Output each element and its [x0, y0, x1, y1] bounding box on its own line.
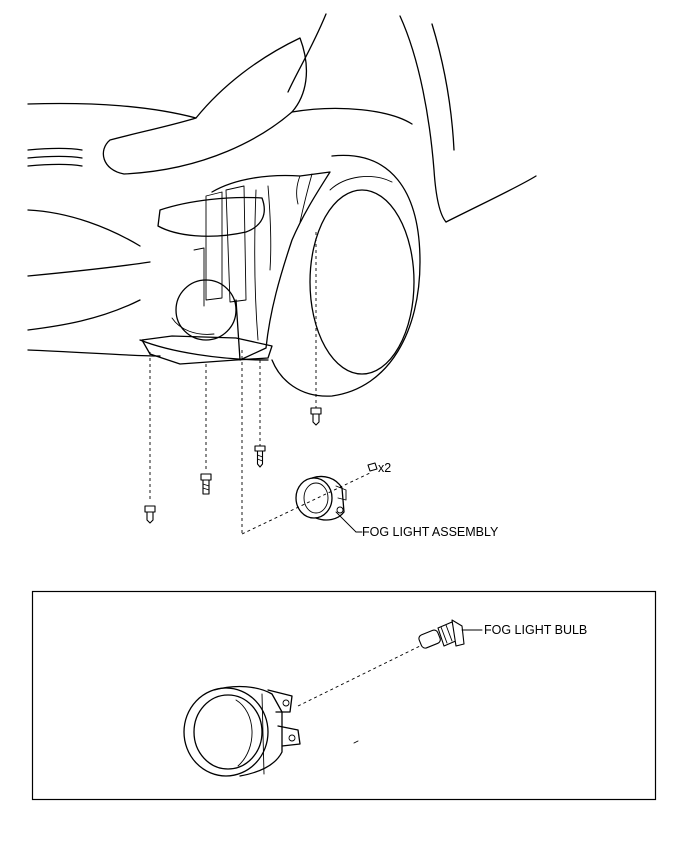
- clip-fastener-icon: [144, 505, 156, 524]
- fog-light-bulb-label: FOG LIGHT BULB: [484, 623, 587, 637]
- vehicle-front-body: [27, 13, 537, 361]
- fog-light-assembly-label: FOG LIGHT ASSEMBLY: [362, 525, 499, 539]
- screw-icon: [254, 445, 266, 468]
- bolt-icon: [200, 473, 212, 495]
- fog-light-housing-detail: [183, 685, 301, 777]
- detail-view-frame: [31, 590, 657, 801]
- fog-light-assembly-leader: [335, 511, 357, 533]
- alignment-lines: [149, 232, 373, 535]
- fog-light-assembly-part: [295, 475, 347, 521]
- reference-tick: [353, 740, 359, 744]
- under-cover: [141, 279, 273, 365]
- clip-fastener-icon: [310, 407, 322, 426]
- fog-light-bulb-part: [418, 619, 465, 649]
- front-wheel: [271, 154, 421, 397]
- bulb-alignment-line: [297, 645, 421, 707]
- fender-liner: [193, 171, 331, 361]
- small-screw-icon: [367, 462, 378, 472]
- bolt-quantity-label: x2: [378, 461, 391, 475]
